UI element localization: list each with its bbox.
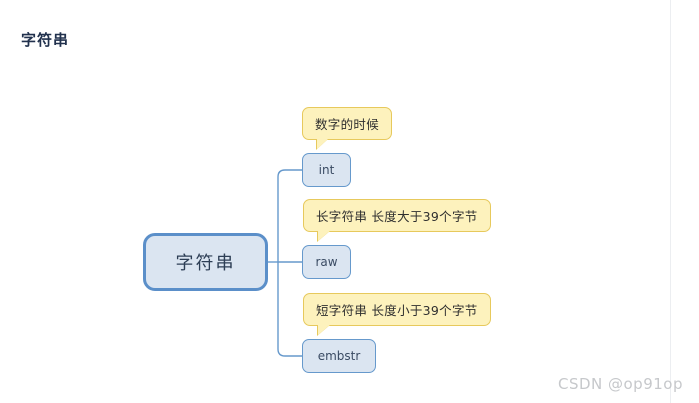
callout-int-label: 数字的时候: [315, 117, 380, 132]
callout-raw[interactable]: 长字符串 长度大于39个字节: [303, 199, 491, 241]
callout-int[interactable]: 数字的时候: [302, 107, 393, 149]
callout-tail-icon: [318, 324, 331, 335]
mindmap-node-embstr[interactable]: embstr: [302, 339, 376, 373]
watermark: CSDN @op91op: [557, 375, 683, 393]
mindmap-node-int-label: int: [318, 163, 335, 177]
mindmap-root-label: 字符串: [175, 253, 236, 274]
callout-embstr[interactable]: 短字符串 长度小于39个字节: [303, 293, 491, 335]
callout-tail-icon: [317, 139, 328, 149]
page-title: 字符串: [21, 31, 70, 49]
mindmap-node-embstr-label: embstr: [317, 349, 361, 363]
page-right-rule: [670, 0, 671, 403]
mindmap-node-raw-label: raw: [315, 255, 338, 269]
mindmap-root-node[interactable]: 字符串: [143, 233, 268, 291]
callout-tail-icon: [318, 230, 331, 241]
callout-embstr-label: 短字符串 长度小于39个字节: [316, 303, 478, 318]
mindmap-node-int[interactable]: int: [302, 153, 351, 187]
callout-raw-label: 长字符串 长度大于39个字节: [316, 209, 478, 224]
mindmap-node-raw[interactable]: raw: [302, 245, 351, 279]
